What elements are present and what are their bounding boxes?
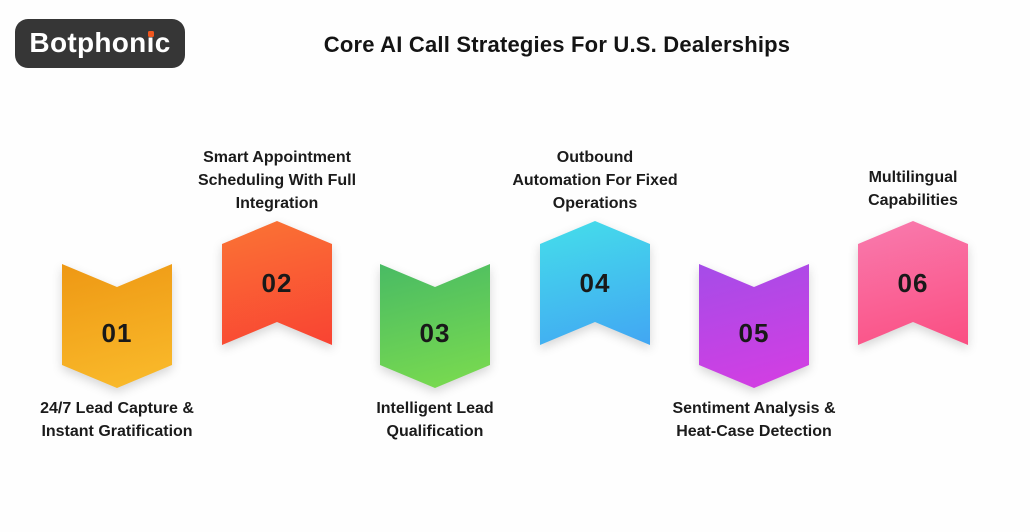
- chevron-banner-shape-02: 02: [222, 221, 332, 345]
- step-label-02: Smart Appointment Scheduling With Full I…: [197, 149, 357, 212]
- step-label-06: Multilingual Capabilities: [868, 169, 958, 209]
- strategy-item-03: 03: [380, 264, 490, 388]
- step-number-04: 04: [579, 267, 611, 298]
- chevron-banner-shape-03: 03: [380, 264, 490, 388]
- strategy-item-02: 02: [222, 221, 332, 345]
- logo-i-dot: [147, 31, 154, 38]
- step-number-01: 01: [101, 317, 133, 348]
- step-number-05: 05: [738, 317, 770, 348]
- strategy-item-06: 06: [858, 221, 968, 345]
- step-label-01: 24/7 Lead Capture & Instant Gratificatio…: [40, 400, 194, 440]
- strategy-item-05: 05: [699, 264, 809, 388]
- step-number-02: 02: [261, 267, 293, 298]
- step-number-03: 03: [419, 317, 451, 348]
- chevron-banner-shape-01: 01: [62, 264, 172, 388]
- step-label-05: Sentiment Analysis & Heat-Case Detection: [672, 400, 836, 440]
- chevron-banner-shape-04: 04: [540, 221, 650, 345]
- page-title: Core AI Call Strategies For U.S. Dealers…: [323, 32, 791, 57]
- step-number-06: 06: [897, 267, 929, 298]
- strategy-item-01: 01: [62, 264, 172, 388]
- step-label-04: Outbound Automation For Fixed Operations: [512, 149, 678, 212]
- step-label-03: Intelligent Lead Qualification: [376, 400, 494, 440]
- strategy-item-04: 04: [540, 221, 650, 345]
- chevron-banner-shape-06: 06: [858, 221, 968, 345]
- chevron-banner-shape-05: 05: [699, 264, 809, 388]
